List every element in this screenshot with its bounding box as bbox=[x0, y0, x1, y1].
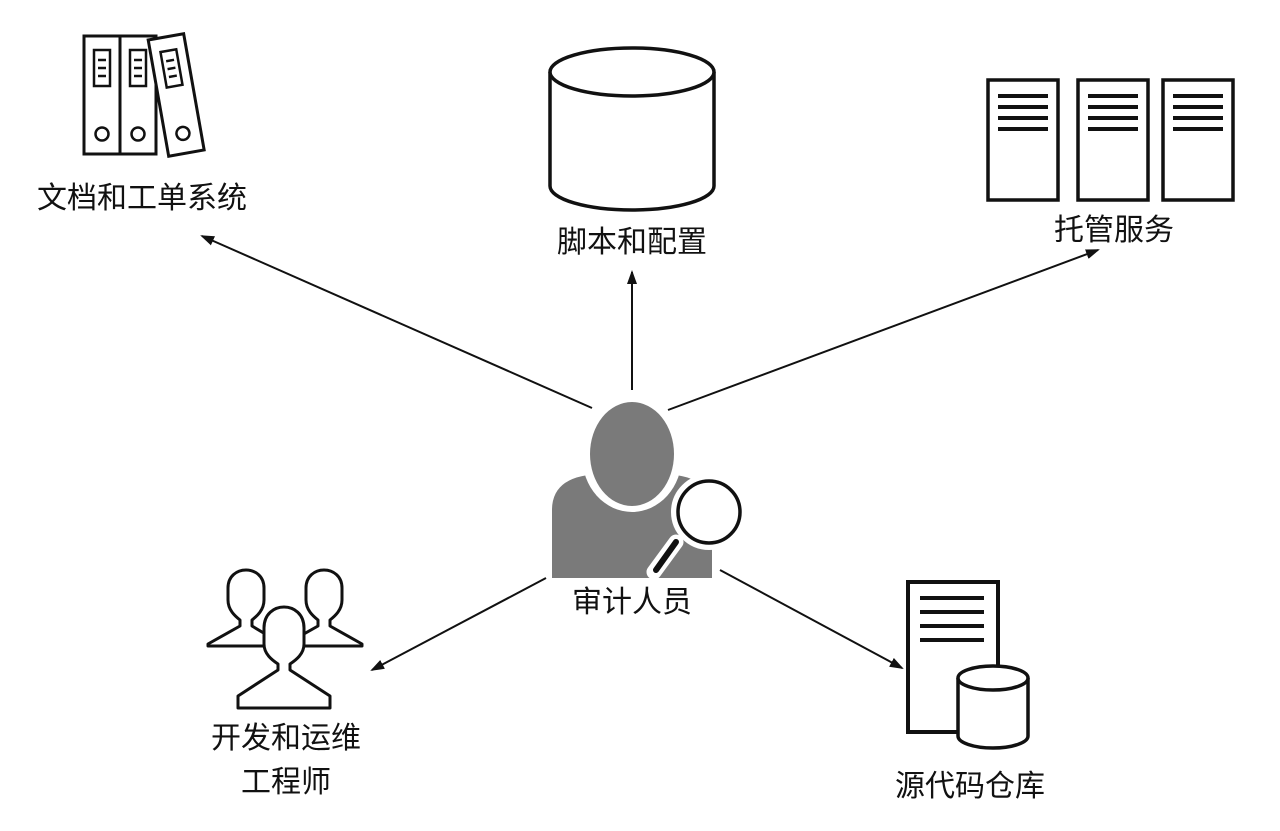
people-group-icon bbox=[206, 568, 364, 710]
servers-icon bbox=[986, 78, 1235, 202]
arrow-to-hosted bbox=[667, 249, 1100, 411]
arrow-to-repo bbox=[719, 569, 904, 669]
repo-label: 源代码仓库 bbox=[895, 769, 1045, 804]
scripts-label: 脚本和配置 bbox=[557, 225, 707, 260]
hosted-label: 托管服务 bbox=[1054, 213, 1174, 248]
binders-icon bbox=[82, 32, 206, 158]
database-cylinder-icon bbox=[548, 46, 716, 212]
document-database-icon bbox=[906, 580, 1030, 750]
auditor-label: 审计人员 bbox=[572, 585, 692, 620]
docs-label: 文档和工单系统 bbox=[37, 181, 247, 216]
arrow-to-docs bbox=[200, 235, 593, 409]
devops-label-line2: 工程师 bbox=[241, 765, 331, 800]
arrows bbox=[200, 235, 1100, 671]
devops-label-line1: 开发和运维 bbox=[211, 721, 361, 756]
arrow-to-devops bbox=[370, 577, 547, 671]
auditor-magnifier-icon bbox=[552, 400, 747, 580]
